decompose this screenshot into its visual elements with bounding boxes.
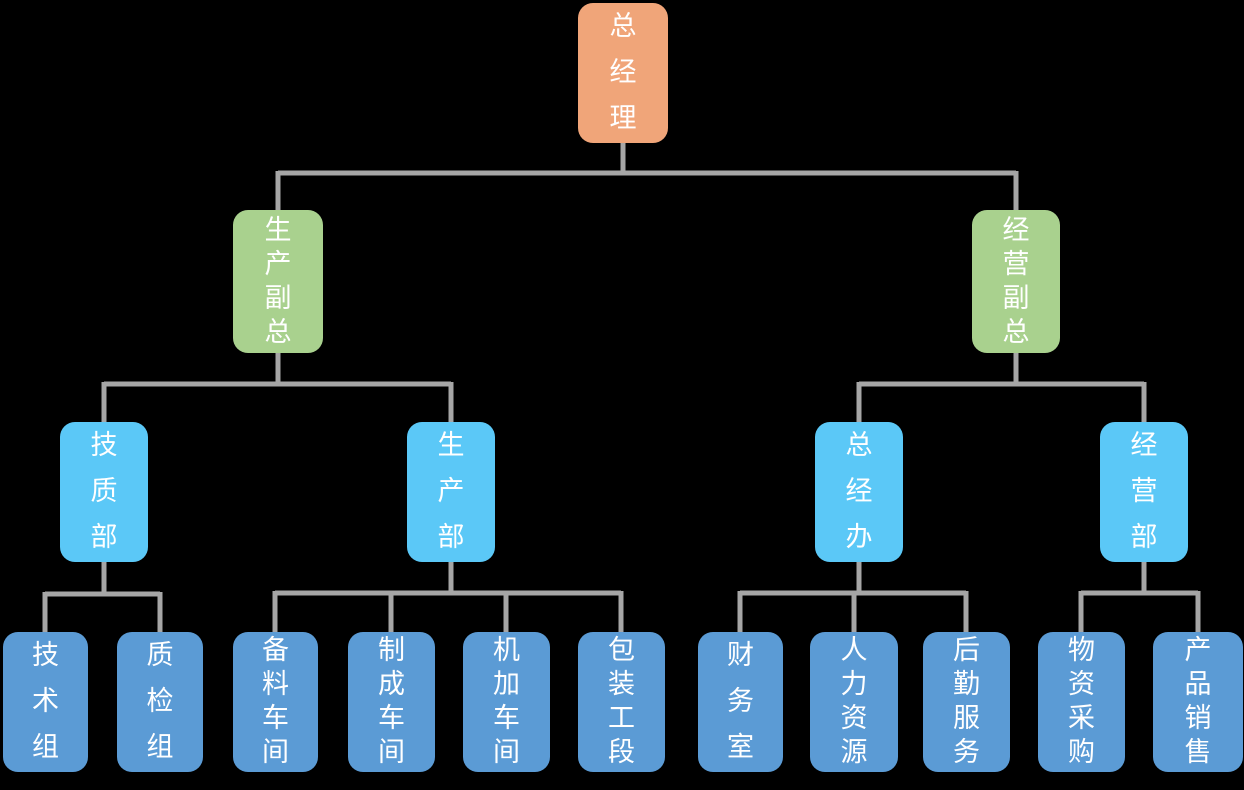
node-material-prep-workshop: 备料车间: [233, 632, 318, 772]
connector-production-dept: [272, 562, 624, 632]
node-product-sales: 产品销售: [1153, 632, 1243, 772]
node-production-dept: 生产部: [407, 422, 495, 562]
node-human-resources: 人力资源: [810, 632, 898, 772]
node-operations-vp: 经营副总: [972, 210, 1060, 353]
node-quality-inspection-group: 质检组: [117, 632, 203, 772]
node-finance-office: 财务室: [698, 632, 783, 772]
node-technical-group: 技术组: [3, 632, 88, 772]
node-gm-office: 总经办: [815, 422, 903, 562]
node-machining-workshop: 机加车间: [463, 632, 550, 772]
node-production-vp: 生产副总: [233, 210, 323, 353]
node-material-prep-workshop-label: 备料车间: [262, 635, 289, 768]
node-logistics-service: 后勤服务: [923, 632, 1010, 772]
node-product-sales-label: 产品销售: [1184, 635, 1212, 768]
connector-operations-dept: [1078, 562, 1201, 632]
node-tech-quality-dept-label: 技质部: [90, 430, 118, 553]
node-technical-group-label: 技术组: [32, 640, 59, 763]
node-operations-dept: 经营部: [1100, 422, 1188, 562]
connector-operations-vp: [856, 353, 1147, 422]
node-machining-workshop-label: 机加车间: [493, 635, 520, 768]
node-material-procurement-label: 物资采购: [1068, 635, 1095, 768]
connector-tech-quality-dept: [42, 562, 163, 632]
node-production-vp-label: 生产副总: [264, 214, 292, 348]
node-packaging-section: 包装工段: [578, 632, 665, 772]
node-packaging-section-label: 包装工段: [608, 635, 635, 768]
node-general-manager-label: 总经理: [609, 11, 637, 134]
node-logistics-service-label: 后勤服务: [953, 635, 980, 768]
node-human-resources-label: 人力资源: [840, 635, 868, 768]
node-production-dept-label: 生产部: [437, 430, 465, 553]
connector-gm-office: [737, 562, 969, 632]
node-finishing-workshop-label: 制成车间: [378, 635, 405, 768]
node-quality-inspection-group-label: 质检组: [146, 640, 174, 763]
connector-production-vp: [101, 353, 454, 422]
node-operations-dept-label: 经营部: [1130, 430, 1158, 553]
node-finance-office-label: 财务室: [727, 640, 754, 763]
node-material-procurement: 物资采购: [1038, 632, 1125, 772]
node-tech-quality-dept: 技质部: [60, 422, 148, 562]
node-gm-office-label: 总经办: [845, 430, 873, 553]
node-finishing-workshop: 制成车间: [348, 632, 435, 772]
connector-general-manager: [275, 143, 1019, 210]
node-general-manager: 总经理: [578, 3, 668, 143]
node-operations-vp-label: 经营副总: [1002, 214, 1030, 348]
